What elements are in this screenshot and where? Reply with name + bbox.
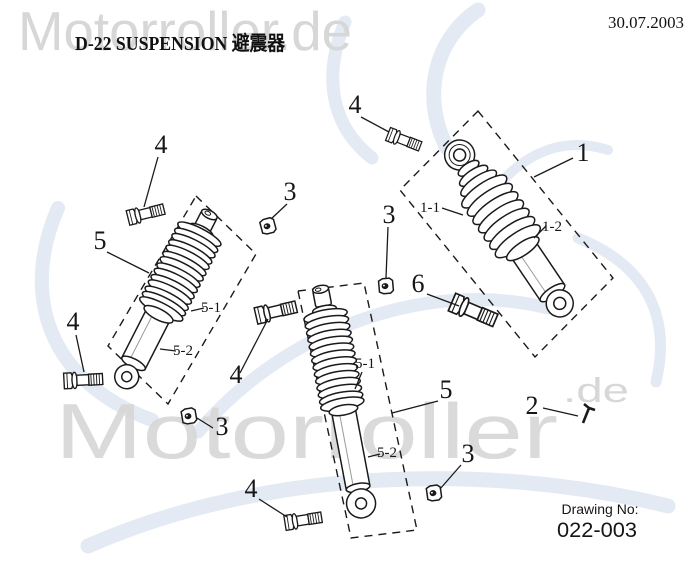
leader-line-5-2b [367, 453, 381, 458]
part-label-3-lower-left: 3 [216, 412, 229, 441]
dashed-box-left-shock [107, 194, 257, 406]
part-label-5-middle: 5 [440, 375, 453, 404]
part-label-4-middle: 4 [230, 360, 243, 389]
shock-absorber-right [443, 139, 574, 318]
clip-pin-part2 [581, 402, 596, 424]
nut-part3-upper-left [258, 216, 278, 236]
background-swirl-graphics [34, 2, 676, 554]
leader-line-5b [391, 400, 439, 414]
drawing-no-value: 022-003 [557, 519, 637, 542]
part-label-5-left: 5 [94, 226, 107, 255]
part-label-5-2-middle: 5-2 [377, 445, 397, 461]
swirl-shape [500, 140, 613, 183]
nut-part3-lower-left [180, 406, 198, 426]
shock-absorber-left [113, 208, 225, 390]
leader-line-1-2 [533, 225, 547, 239]
watermark-top: Motorroller.de [18, 0, 352, 62]
part-label-3-middle: 3 [383, 200, 396, 229]
part-label-4-left: 4 [67, 307, 80, 336]
nut-part3-lower-right [425, 483, 443, 503]
bolt-part4-bottom [283, 508, 324, 532]
dashed-boxes [107, 109, 614, 539]
leader-line-3c [196, 417, 214, 429]
swirl-shape [426, 2, 486, 156]
drawing-no-label: Drawing No: [561, 501, 638, 517]
part-label-1: 1 [577, 138, 590, 167]
nut-part3-middle [377, 277, 395, 295]
leader-line-3b [385, 226, 389, 279]
leader-line-1 [533, 157, 574, 178]
part-label-2: 2 [526, 391, 539, 420]
swirl-shape [80, 471, 676, 554]
leader-line-4d [239, 318, 269, 374]
leader-line-5a [106, 251, 150, 274]
leader-line-3d [439, 464, 462, 490]
shock-absorber-middle [302, 284, 377, 519]
coil-spring-right [456, 168, 546, 264]
part-label-5-2-left: 5-2 [173, 343, 193, 359]
watermark-bottom: Motorroller [55, 387, 558, 475]
leader-line-6 [426, 293, 460, 307]
dashed-box-right-shock [399, 109, 614, 359]
swirl-shape [326, 15, 379, 165]
leader-line-4e [258, 498, 288, 518]
part-label-3-upper-left: 3 [284, 177, 297, 206]
part-label-4-upper-left: 4 [155, 130, 168, 159]
bolt-part4-upper-left [125, 200, 167, 227]
part-label-5-1-middle: 5-1 [355, 356, 375, 372]
swirl-shape [191, 293, 555, 439]
part-label-6: 6 [412, 269, 425, 298]
leader-line-1-1 [441, 207, 464, 216]
date: 30.07.2003 [608, 13, 684, 32]
damper-body-left [113, 304, 173, 390]
leader-line-4b [360, 116, 390, 133]
coil-spring-middle [302, 304, 366, 417]
part-label-3-lower-right: 3 [462, 439, 475, 468]
spring-preload-cone-right [457, 159, 498, 198]
dashed-box-middle-shock [297, 282, 418, 539]
part-label-1-2: 1-2 [542, 219, 562, 235]
damper-body-middle [330, 404, 377, 519]
leader-line-2 [542, 407, 579, 417]
part-label-1-1: 1-1 [420, 200, 440, 216]
part-label-4-top-middle: 4 [349, 90, 362, 119]
swirl-shape [34, 201, 159, 427]
leader-line-5-1b [354, 371, 363, 390]
coil-spring-left [136, 217, 225, 326]
part-label-5-1-left: 5-1 [201, 300, 221, 316]
leader-line-5-2a [159, 348, 177, 352]
top-mount-middle [311, 284, 333, 308]
leader-lines [75, 116, 579, 518]
swirl-shape [572, 232, 666, 388]
part-label-4-bottom: 4 [245, 474, 258, 503]
leader-line-4c [75, 334, 85, 373]
leader-line-5-1a [190, 307, 205, 312]
bolt-part4-top-middle [384, 126, 424, 154]
part-labels: 1 1-1 1-2 2 3 3 3 3 4 4 4 4 4 5 5 5-1 5-… [67, 90, 590, 503]
page-title: D-22 SUSPENSION 避震器 [75, 31, 286, 55]
bolt-part4-middle [253, 297, 299, 326]
leader-line-4a [143, 156, 159, 208]
fasteners [62, 126, 596, 532]
watermark-bottom-suffix: .de [563, 372, 629, 410]
leader-line-3a [270, 203, 288, 220]
